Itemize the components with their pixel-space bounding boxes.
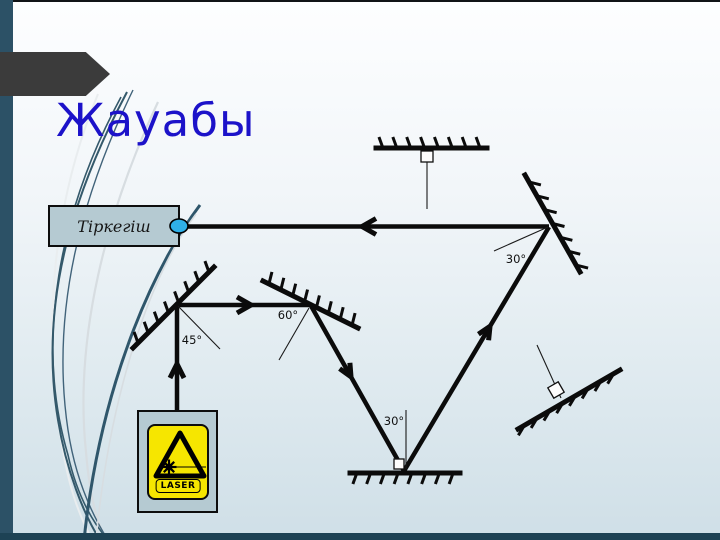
laser-warning-sign: LASER	[147, 424, 209, 500]
laser-device-box: LASER	[137, 410, 218, 513]
top-accent-line	[0, 0, 720, 2]
swoosh-curve	[62, 89, 134, 540]
swoosh-curve	[52, 96, 122, 540]
laser-warning-triangle-icon	[153, 430, 207, 479]
laser-burst-icon	[161, 459, 206, 475]
laser-label: LASER	[155, 479, 201, 493]
swoosh-curve	[82, 101, 159, 540]
left-accent-bar	[0, 0, 13, 540]
bottom-accent-bar	[0, 533, 720, 540]
detector-label: Тіркегіш	[77, 216, 151, 236]
slide-title: Жауабы	[56, 94, 256, 147]
detector-box: Тіркегіш	[48, 205, 180, 247]
title-pointer-shape	[0, 52, 110, 96]
